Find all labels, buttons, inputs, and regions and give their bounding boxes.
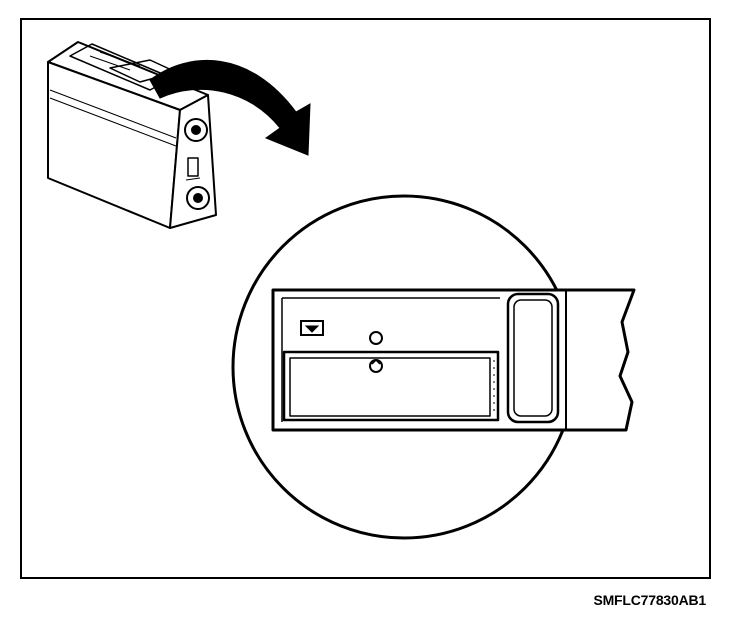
eject-symbol-icon bbox=[300, 320, 324, 336]
diagram-frame bbox=[20, 18, 711, 579]
curved-arrow-icon bbox=[149, 59, 311, 156]
figure-code: SMFLC77830AB1 bbox=[593, 592, 706, 608]
disc-slot-door-icon bbox=[271, 288, 636, 432]
